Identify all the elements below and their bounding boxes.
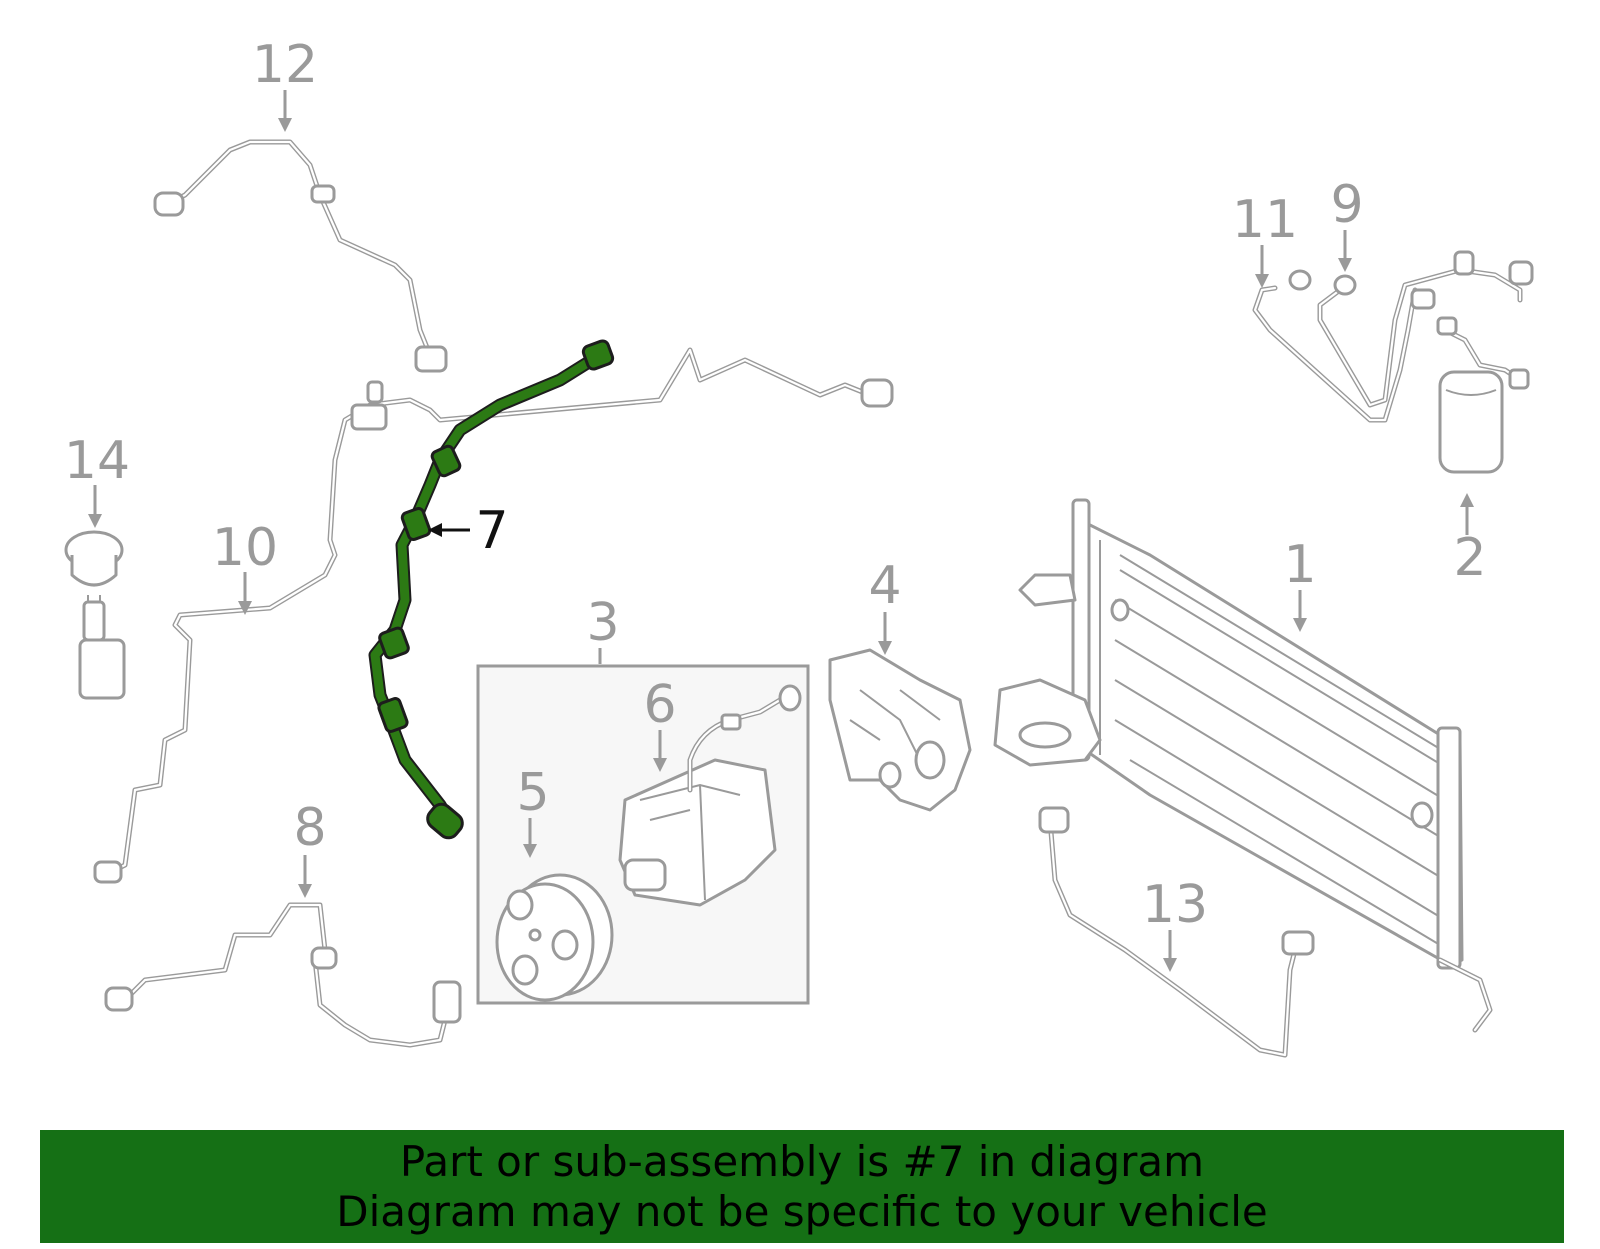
callout-3: 3: [586, 593, 619, 653]
part-8-line[interactable]: [104, 902, 462, 1048]
part-3-compressor-box[interactable]: [476, 664, 810, 1005]
part-5-pulley[interactable]: [495, 873, 614, 1002]
callout-10: 10: [212, 518, 278, 578]
callout-9: 9: [1330, 175, 1363, 235]
info-banner: Part or sub-assembly is #7 in diagram Di…: [40, 1130, 1564, 1243]
part-10-line[interactable]: [93, 347, 894, 884]
part-14-switch[interactable]: [64, 530, 126, 700]
part-2-receiver-drier[interactable]: [1436, 316, 1530, 474]
callout-11: 11: [1232, 190, 1298, 250]
callout-1: 1: [1283, 535, 1316, 595]
part-12-line[interactable]: [153, 139, 448, 373]
part-9-line[interactable]: [1317, 250, 1534, 408]
callout-8: 8: [293, 798, 326, 858]
part-7-discharge-hose[interactable]: [368, 339, 615, 842]
callout-14: 14: [64, 431, 130, 491]
part-4-bracket[interactable]: [828, 648, 972, 812]
callout-12: 12: [252, 35, 318, 95]
callout-4: 4: [868, 556, 901, 616]
part-11-line[interactable]: [1252, 269, 1418, 423]
part-6-compressor[interactable]: [618, 684, 802, 907]
banner-line-disclaimer: Diagram may not be specific to your vehi…: [336, 1186, 1268, 1236]
callout-5: 5: [516, 763, 549, 823]
banner-line-part: Part or sub-assembly is #7 in diagram: [399, 1136, 1205, 1186]
callout-labels: 12 14 10 7 3 6 5 8 4 1 2 13 11 9: [64, 35, 1487, 935]
part-13-line[interactable]: [1038, 806, 1315, 1058]
part-1-condenser[interactable]: [993, 498, 1493, 1033]
callout-2: 2: [1453, 528, 1486, 588]
callout-arrows: [88, 90, 1474, 972]
callout-7: 7: [475, 501, 508, 561]
callout-6: 6: [643, 675, 676, 735]
callout-13: 13: [1142, 875, 1208, 935]
